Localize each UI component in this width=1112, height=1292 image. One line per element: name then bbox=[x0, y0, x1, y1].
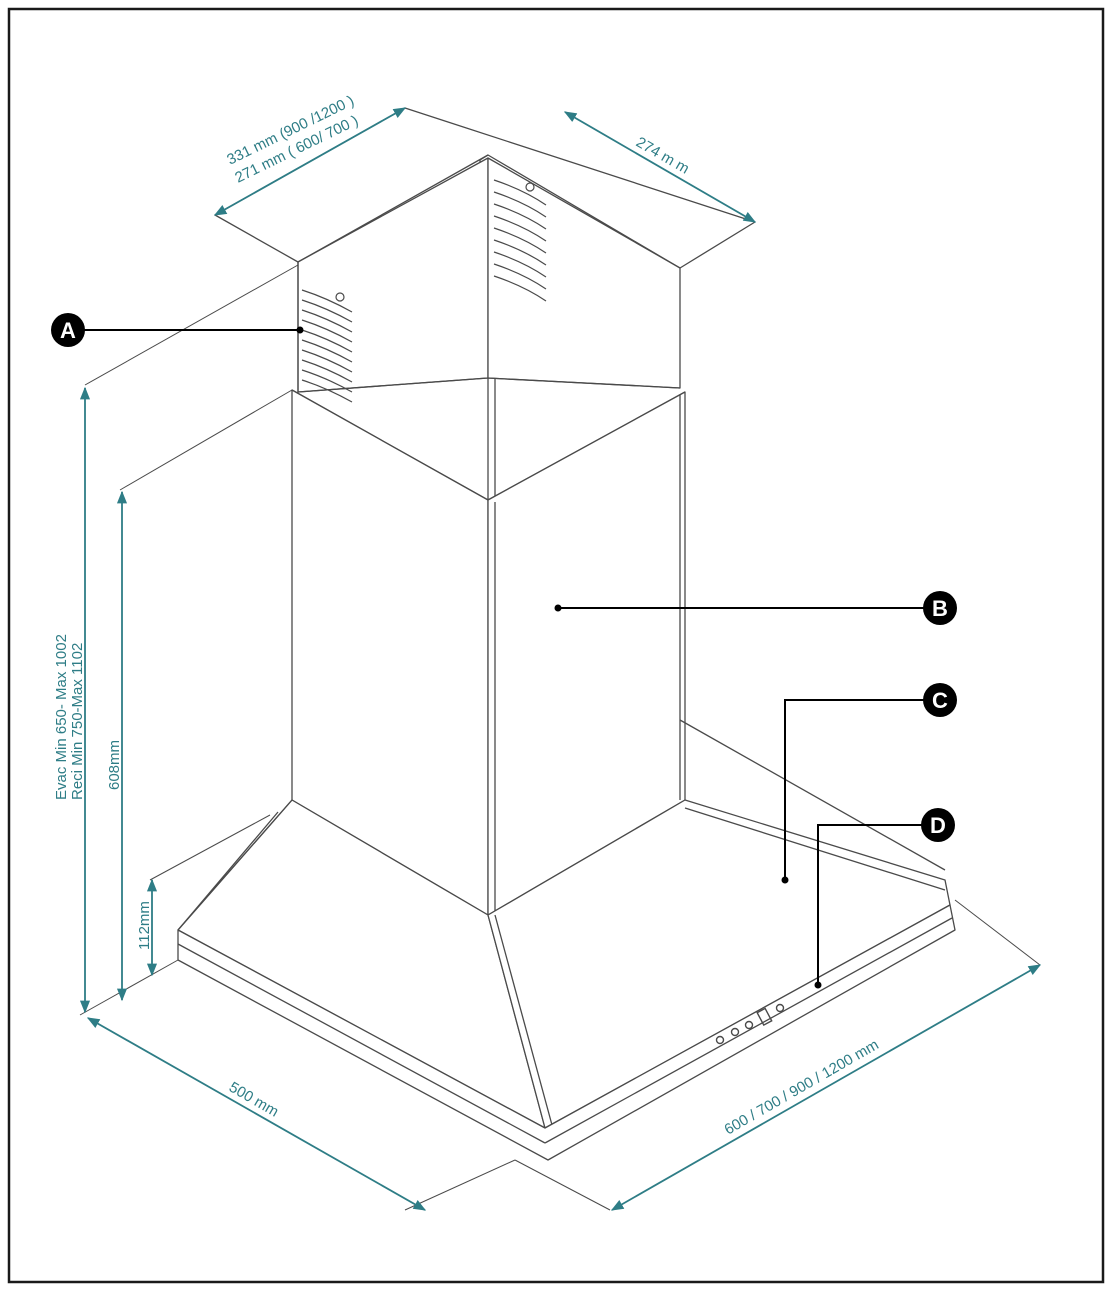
callout-d-marker bbox=[921, 808, 955, 842]
vent-slots-left bbox=[301, 289, 353, 403]
dim-chimney-height-label: 608mm bbox=[106, 740, 123, 790]
dimension-guides bbox=[79, 264, 1041, 1211]
dim-width-arrow bbox=[610, 964, 1042, 1211]
hood-outline bbox=[177, 107, 956, 1161]
dim-canopy-height-label: 112mm bbox=[136, 901, 153, 950]
dimension-arrows bbox=[79, 107, 1042, 1211]
dim-height-reci-label: Reci Min 750-Max 1102 bbox=[69, 643, 86, 800]
callouts: A B C D bbox=[51, 313, 957, 989]
callout-c-marker bbox=[923, 683, 957, 717]
diagram-frame bbox=[7, 7, 1105, 1284]
callout-d-label: D bbox=[930, 813, 946, 838]
dim-depth-arrow bbox=[86, 1017, 427, 1211]
callout-a-marker bbox=[51, 313, 85, 347]
dim-depth-label: 500 mm bbox=[226, 1079, 281, 1121]
callout-b-marker bbox=[923, 591, 957, 625]
dim-top-depth-arrow bbox=[563, 111, 757, 223]
vent-slots-right bbox=[493, 179, 547, 302]
canopy-right-face bbox=[487, 799, 951, 1129]
callout-a-label: A bbox=[60, 318, 76, 343]
callout-b-label: B bbox=[932, 596, 948, 621]
dim-height-evac-label: Evac Min 650- Max 1002 bbox=[53, 634, 70, 800]
dim-top-width-arrow bbox=[213, 107, 407, 216]
dim-width-label: 600 / 700 / 900 / 1200 mm bbox=[722, 1036, 882, 1138]
callout-c-label: C bbox=[932, 688, 948, 713]
